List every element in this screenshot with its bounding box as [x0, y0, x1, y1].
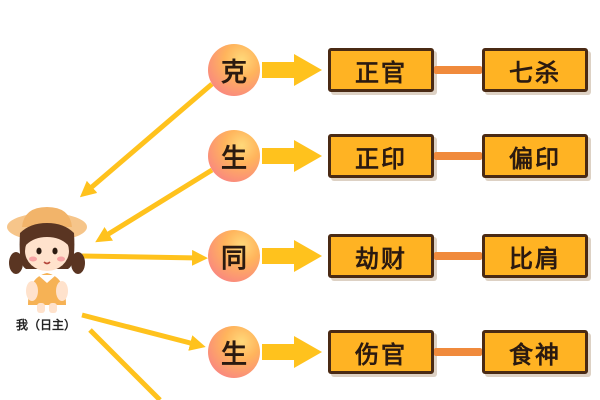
god-label-2a: 正印: [355, 144, 407, 173]
pair-link-4: [434, 348, 482, 356]
pair-link-2: [434, 152, 482, 160]
self-avatar-illustration: [7, 207, 87, 313]
pigtail-right: [71, 252, 85, 274]
row-arrow-3: [262, 240, 322, 272]
god-label-3a: 劫财: [355, 244, 407, 273]
relation-label-4: 生: [220, 339, 247, 370]
hat-crown: [22, 207, 72, 227]
relation-circle-4: 生: [208, 326, 260, 378]
arrow-to-sheng-2: [81, 312, 206, 351]
self-label: 我（日主）: [16, 318, 77, 332]
arm-right: [56, 281, 68, 301]
god-box-pianyin: 偏印: [482, 134, 588, 178]
god-label-1a: 正官: [355, 58, 407, 87]
relation-label-3: 同: [220, 243, 247, 274]
god-box-shishen: 食神: [482, 330, 588, 374]
god-box-zhengyin: 正印: [328, 134, 434, 178]
arrow-from-ke: [79, 82, 214, 198]
relation-circle-2: 生: [208, 130, 260, 182]
relation-label-1: 克: [220, 57, 247, 88]
pair-link-3: [434, 252, 482, 260]
row-arrow-4: [262, 336, 322, 368]
arrow-to-offscreen: [88, 328, 162, 400]
god-label-4b: 食神: [509, 340, 561, 369]
cheek-left: [29, 256, 37, 262]
eye-left: [36, 247, 42, 255]
pair-link-1: [434, 66, 482, 74]
leg-left: [37, 303, 45, 313]
eye-right: [52, 247, 58, 255]
bangs: [26, 229, 68, 245]
arrow-to-tong: [81, 249, 208, 266]
god-box-bijian: 比肩: [482, 234, 588, 278]
relation-circle-3: 同: [208, 230, 260, 282]
cheek-right: [57, 256, 65, 262]
god-box-shangguan: 伤官: [328, 330, 434, 374]
body: [28, 273, 66, 305]
god-label-3b: 比肩: [509, 244, 561, 273]
row-arrow-2: [262, 140, 322, 172]
relation-label-2: 生: [220, 143, 247, 174]
mouth: [43, 261, 51, 265]
pigtail-left: [9, 252, 23, 274]
god-box-zhengguan: 正官: [328, 48, 434, 92]
arm-left: [26, 281, 38, 301]
leg-right: [49, 303, 57, 313]
row-arrow-1: [262, 54, 322, 86]
arrow-from-sheng: [95, 167, 214, 243]
row-arrows: [262, 54, 322, 368]
face: [25, 231, 69, 271]
relation-circle-1: 克: [208, 44, 260, 96]
god-box-qisha: 七杀: [482, 48, 588, 92]
god-label-1b: 七杀: [509, 58, 561, 87]
god-label-2b: 偏印: [509, 144, 561, 173]
god-box-jiecai: 劫财: [328, 234, 434, 278]
collar: [38, 275, 56, 283]
god-label-4a: 伤官: [355, 340, 407, 369]
